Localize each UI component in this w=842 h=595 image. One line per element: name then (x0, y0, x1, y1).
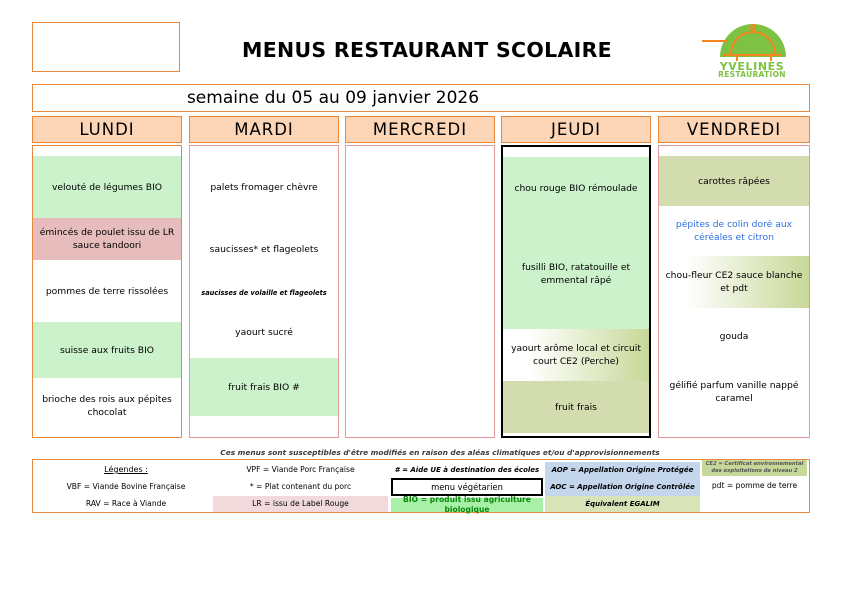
dish-item: palets fromager chèvre (190, 156, 338, 218)
dish-item: yaourt arôme local et circuit court CE2 … (503, 329, 649, 381)
legend-item: # = Aide UE à destination des écoles (394, 466, 540, 474)
legend-item: * = Plat contenant du porc (249, 482, 352, 491)
dish-item: suisse aux fruits BIO (33, 322, 181, 378)
legend-item: menu végétarien (391, 478, 543, 496)
brand-name-line2: RESTAURATION (718, 70, 786, 79)
dish-item: carottes râpées (659, 156, 809, 206)
header: MENUS RESTAURANT SCOLAIRE YVELINES RESTA… (32, 22, 810, 79)
day-body-mercredi (345, 145, 495, 438)
week-label: semaine du 05 au 09 janvier 2026 (186, 88, 480, 108)
dish-item: chou-fleur CE2 sauce blanche et pdt (659, 256, 809, 308)
legend-item: RAV = Race à Viande (85, 499, 167, 508)
legend-item: BIO = produit issu agriculture biologiqu… (391, 495, 543, 514)
legend-item: VBF = Viande Bovine Française (66, 482, 186, 491)
day-header-vendredi: VENDREDI (658, 116, 810, 143)
day-header-lundi: LUNDI (32, 116, 182, 143)
dish-item: velouté de légumes BIO (33, 156, 181, 218)
cloche-base-icon (724, 54, 782, 56)
disclaimer-text: Ces menus sont susceptibles d'être modif… (220, 448, 660, 457)
fork-icon (702, 40, 728, 42)
dish-item: yaourt sucré (190, 306, 338, 358)
dish-item: saucisses* et flageolets (190, 218, 338, 280)
brand-name-line1: YVELINES (719, 60, 785, 73)
legend-item: CE2 = Certificat environnemental des exp… (702, 460, 807, 476)
page-title: MENUS RESTAURANT SCOLAIRE (242, 38, 612, 62)
day-header-mercredi: MERCREDI (345, 116, 495, 143)
cloche-leg-right-icon (770, 56, 772, 61)
week-band: semaine du 05 au 09 janvier 2026 (32, 84, 810, 112)
day-column-mercredi: MERCREDI (345, 116, 495, 438)
legend-title: Légendes : (104, 465, 148, 474)
legend-item: AOP = Appellation Origine Protégée (545, 462, 700, 478)
school-logo-placeholder-box (32, 22, 180, 72)
dish-item: brioche des rois aux pépites chocolat (33, 378, 181, 434)
legend-item: VPF = Viande Porc Française (246, 465, 355, 474)
dish-item: fruit frais (503, 381, 649, 433)
legend-item: AOC = Appellation Origine Contrôlée (545, 478, 700, 496)
legend-item: LR = issu de Label Rouge (213, 496, 388, 512)
dish-item: saucisses de volaille et flageolets (190, 280, 338, 306)
dish-item: fusilli BIO, ratatouille et emmental râp… (503, 219, 649, 329)
dish-item: pommes de terre rissolées (33, 260, 181, 322)
cloche-knob-icon (750, 24, 756, 31)
day-header-jeudi: JEUDI (501, 116, 651, 143)
dish-item: pépites de colin doré aux céréales et ci… (659, 206, 809, 256)
legend-item: pdt = pomme de terre (711, 481, 798, 490)
dish-item: chou rouge BIO rémoulade (503, 157, 649, 219)
brand-logo: YVELINES RESTAURATION (692, 18, 812, 82)
dish-item: gouda (659, 308, 809, 364)
dish-item: fruit frais BIO # (190, 358, 338, 416)
dish-item: émincés de poulet issu de LR sauce tando… (33, 218, 181, 260)
day-header-mardi: MARDI (189, 116, 339, 143)
dish-item: gélifié parfum vanille nappé caramel (659, 364, 809, 420)
legend-item: Équivalent EGALIM (545, 496, 700, 512)
cloche-leg-left-icon (736, 56, 738, 61)
